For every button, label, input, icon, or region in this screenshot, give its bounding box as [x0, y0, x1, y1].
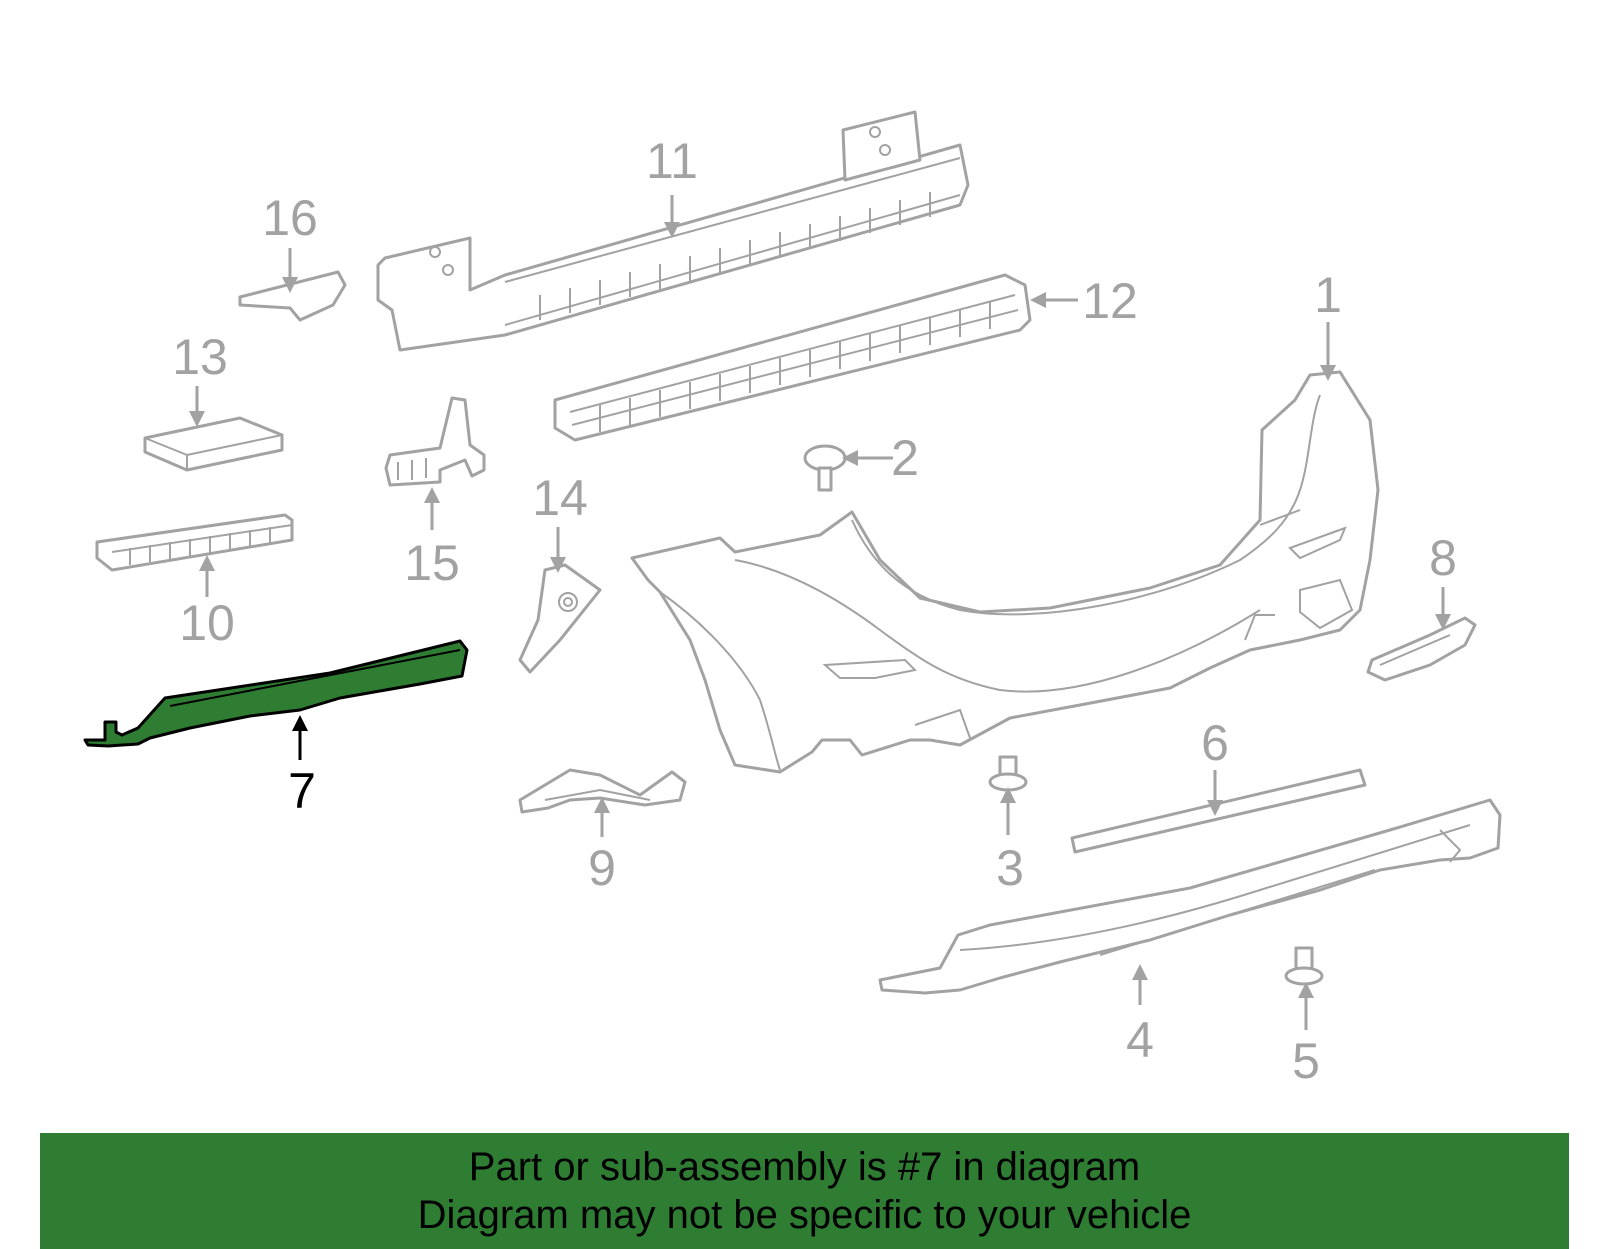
- part-15-side-bracket[interactable]: [384, 396, 486, 487]
- callout-13: 13: [172, 329, 228, 385]
- part-13-pad[interactable]: [143, 416, 284, 472]
- part-8-reflector[interactable]: [1366, 616, 1477, 682]
- part-16-bracket[interactable]: [238, 270, 347, 322]
- part-10-step-pad[interactable]: [95, 513, 294, 572]
- callout-14: 14: [532, 470, 588, 526]
- callout-8: 8: [1429, 530, 1457, 586]
- part-9-bracket[interactable]: [518, 768, 687, 814]
- part-14-bracket[interactable]: [518, 563, 602, 674]
- callout-arrows: [189, 195, 1451, 1030]
- info-banner: Part or sub-assembly is #7 in diagram Di…: [40, 1133, 1569, 1249]
- part-12-energy-absorber[interactable]: [553, 273, 1032, 442]
- callout-16: 16: [262, 190, 318, 246]
- part-6-moulding[interactable]: [1070, 768, 1367, 854]
- banner-line-part-number: Part or sub-assembly is #7 in diagram: [468, 1145, 1141, 1189]
- callout-11: 11: [646, 133, 698, 189]
- callout-15: 15: [404, 535, 460, 591]
- part-1-bumper-cover[interactable]: [630, 370, 1380, 774]
- parts-diagram: 11 12 1 16 13 2 14 15 10 8 6 9 3 4 5 7: [83, 110, 1502, 1089]
- callout-9: 9: [588, 840, 616, 896]
- callout-3: 3: [996, 840, 1024, 896]
- part-3-clip[interactable]: [988, 755, 1028, 792]
- banner-line-disclaimer: Diagram may not be specific to your vehi…: [417, 1193, 1192, 1237]
- callout-12: 12: [1082, 273, 1138, 329]
- part-2-clip[interactable]: [803, 444, 847, 492]
- callout-4: 4: [1126, 1012, 1154, 1068]
- callout-5: 5: [1292, 1033, 1320, 1089]
- part-11-reinforcement-beam[interactable]: [376, 110, 970, 352]
- callout-1: 1: [1314, 267, 1342, 323]
- callout-6: 6: [1201, 715, 1229, 771]
- part-4-lower-diffuser[interactable]: [878, 798, 1502, 995]
- callout-labels: 11 12 1 16 13 2 14 15 10 8 6 9 3 4 5 7: [172, 133, 1457, 1089]
- part-5-clip[interactable]: [1284, 946, 1324, 986]
- callout-2: 2: [891, 430, 919, 486]
- callout-7-highlighted: 7: [288, 763, 316, 819]
- part-7-lower-cover-highlighted[interactable]: [83, 639, 469, 748]
- callout-10: 10: [179, 595, 235, 651]
